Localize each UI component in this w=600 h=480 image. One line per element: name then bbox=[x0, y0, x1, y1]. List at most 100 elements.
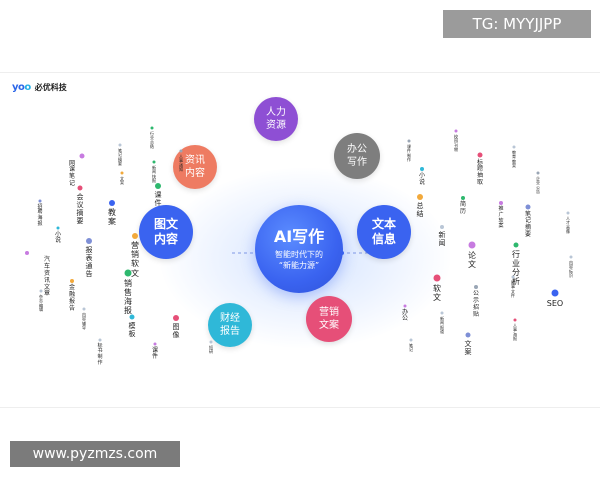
topic-dot bbox=[409, 338, 413, 342]
topic-dot bbox=[417, 194, 423, 200]
topic-label: 内容辅导 bbox=[82, 311, 86, 331]
topic-dot bbox=[551, 289, 559, 297]
topic-label: 公示 招贴 bbox=[472, 290, 480, 318]
topic-label: 办公 bbox=[401, 308, 409, 323]
topic-label: 新闻快报 bbox=[152, 164, 156, 184]
topic-label: 文案 bbox=[120, 175, 124, 186]
topic-dot bbox=[109, 200, 115, 206]
topic-dot bbox=[70, 279, 74, 283]
topic-label: 校园刊物 bbox=[454, 133, 458, 153]
topic-label: 小说 bbox=[54, 230, 62, 245]
topic-label: 行业总结 bbox=[150, 130, 154, 150]
topic-dot bbox=[536, 171, 540, 175]
topic-dot bbox=[407, 139, 411, 143]
topic-dot bbox=[124, 269, 132, 277]
topic-dot bbox=[56, 226, 60, 230]
topic-label: 金融报告 bbox=[68, 284, 76, 312]
topic-label: 企业公告 bbox=[536, 175, 540, 195]
center-title: AI写作 bbox=[273, 227, 325, 246]
hub-caijing: 财经 报告 bbox=[208, 303, 252, 347]
topic-dot bbox=[25, 251, 29, 255]
center-subtitle-2: “新能力源” bbox=[278, 261, 320, 270]
logo-mark: yoo bbox=[12, 81, 31, 93]
topic-label: 教育教案 bbox=[512, 149, 516, 169]
topic-dot bbox=[173, 315, 179, 321]
topic-label: 销售海报 bbox=[124, 278, 132, 316]
topic-label: 论文 bbox=[468, 250, 476, 269]
topic-label: 人事通知 bbox=[179, 153, 183, 173]
topic-dot bbox=[86, 238, 92, 244]
topic-label: 课件 bbox=[154, 191, 162, 208]
topic-dot bbox=[468, 241, 476, 249]
topic-dot bbox=[461, 196, 465, 200]
topic-label: 新闻 bbox=[438, 231, 446, 248]
topic-label: 小说 bbox=[418, 172, 426, 186]
topic-dot bbox=[132, 233, 138, 239]
topic-dot bbox=[179, 149, 183, 153]
topic-label: 推广 软案 bbox=[498, 206, 504, 230]
topic-label: 课件制作 bbox=[407, 143, 411, 163]
topic-label: 会议 摘要 bbox=[76, 192, 84, 225]
center-ai-writing: AI写作 智能时代下的 “新能力源” bbox=[255, 205, 343, 293]
topic-dot bbox=[153, 342, 157, 346]
topic-dot bbox=[465, 332, 471, 338]
hub-tuwen: 图文 内容 bbox=[139, 205, 193, 259]
hub-renli: 人力 资源 bbox=[254, 97, 298, 141]
topic-label: 短研 bbox=[209, 344, 213, 355]
topic-dot bbox=[39, 289, 43, 293]
topic-dot bbox=[569, 255, 573, 259]
topic-dot bbox=[38, 199, 42, 203]
logo-text: 必优科技 bbox=[34, 82, 67, 92]
topic-dot bbox=[474, 285, 478, 289]
topic-label: 内容标识 bbox=[569, 259, 573, 279]
topic-dot bbox=[512, 145, 516, 149]
topic-label: 报表通告 bbox=[85, 246, 93, 279]
hub-wenben: 文本 信息 bbox=[357, 205, 411, 259]
topic-label: 网课笔记 bbox=[68, 159, 75, 188]
topic-label: 笔记 bbox=[409, 342, 413, 353]
topic-dot bbox=[77, 185, 83, 191]
topic-dot bbox=[152, 160, 156, 164]
topic-dot bbox=[120, 171, 124, 175]
topic-label: 人才画像 bbox=[566, 215, 570, 235]
topic-label: 营销软文 bbox=[131, 241, 139, 278]
company-logo: yoo 必优科技 bbox=[12, 81, 67, 93]
topic-dot bbox=[150, 126, 154, 130]
topic-dot bbox=[98, 338, 102, 342]
topic-label: 笔记摘要 bbox=[524, 210, 532, 239]
topic-dot bbox=[499, 201, 503, 205]
topic-dot bbox=[129, 314, 135, 320]
topic-label: 招聘海报 bbox=[37, 203, 43, 227]
topic-dot bbox=[118, 143, 122, 147]
topic-label: SEO bbox=[546, 298, 564, 308]
topic-dot bbox=[209, 340, 213, 344]
topic-dot bbox=[420, 167, 424, 171]
topic-dot bbox=[513, 242, 519, 248]
tg-watermark: TG: MYYJJPP bbox=[443, 10, 591, 38]
hub-bangong: 办公 写作 bbox=[334, 133, 380, 179]
topic-label: 标书制作 bbox=[97, 342, 103, 366]
topic-dot bbox=[82, 307, 86, 311]
topic-label: 杂志编辑 bbox=[39, 293, 43, 313]
topic-label: 笔记摘要 bbox=[118, 147, 122, 167]
topic-dot bbox=[454, 129, 458, 133]
url-watermark: www.pyzmzs.com bbox=[10, 441, 180, 467]
topic-dot bbox=[403, 304, 407, 308]
topic-dot bbox=[155, 183, 161, 189]
topic-label: 标题 抽取 bbox=[476, 158, 484, 187]
topic-dot bbox=[477, 152, 483, 158]
topic-dot bbox=[433, 274, 441, 282]
topic-label: 简历 bbox=[459, 201, 467, 215]
topic-label: 课件 bbox=[151, 346, 159, 361]
topic-label: 行业分析 bbox=[512, 249, 520, 287]
topic-dot bbox=[525, 204, 531, 210]
topic-label: 新闻报道 bbox=[440, 315, 444, 335]
hub-yingxiao: 营销 文案 bbox=[306, 296, 352, 342]
topic-label: 财事文件 bbox=[511, 279, 515, 299]
diagram-canvas: yoo 必优科技 AI写作 智能时代下的 “新能力源” 人力 资源资讯 内容办公… bbox=[0, 72, 600, 408]
topic-label: 文案 bbox=[464, 339, 472, 356]
topic-label: 软文 bbox=[433, 283, 441, 302]
topic-dot bbox=[513, 318, 517, 322]
topic-label: 教案 bbox=[108, 208, 116, 227]
topic-label: 模板 bbox=[128, 321, 136, 338]
